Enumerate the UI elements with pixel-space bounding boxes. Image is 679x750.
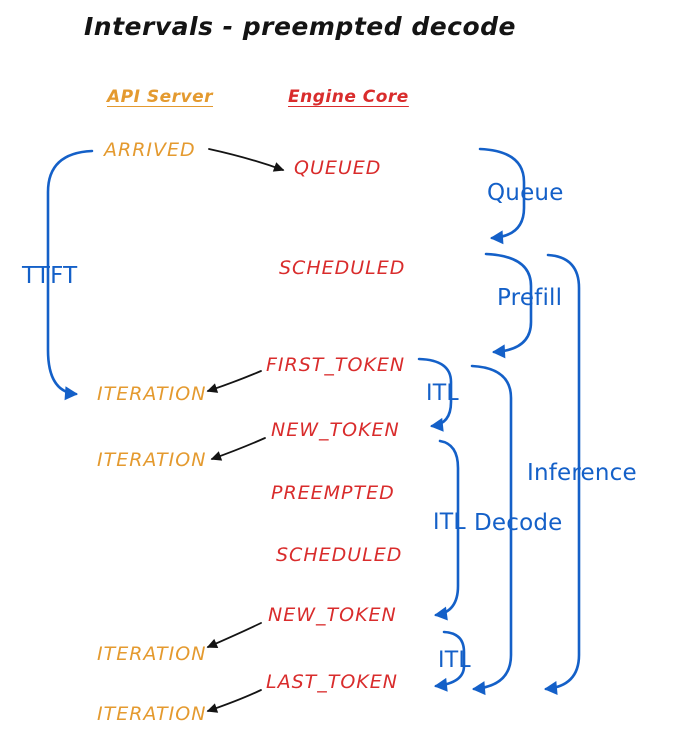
event-iteration: ITERATION [97, 643, 207, 665]
interval-label-inference: Inference [527, 460, 637, 486]
arrow-new-token-to-iteration-1 [210, 437, 266, 461]
interval-label-itl-1: ITL [426, 381, 459, 406]
event-new-token: NEW_TOKEN [271, 419, 400, 441]
interval-label-queue: Queue [487, 180, 564, 206]
interval-label-itl-2: ITL [433, 510, 466, 535]
event-iteration: ITERATION [97, 703, 207, 725]
interval-label-ttft: TTFT [22, 263, 78, 289]
column-header-api-server: API Server [107, 87, 214, 107]
arrow-first-token-to-iteration [206, 370, 262, 393]
event-preempted: PREEMPTED [271, 482, 395, 504]
interval-label-itl-3: ITL [438, 648, 471, 673]
event-last-token: LAST_TOKEN [266, 671, 398, 693]
diagram-title: Intervals - preempted decode [84, 12, 517, 41]
event-scheduled: SCHEDULED [279, 257, 406, 279]
event-iteration: ITERATION [97, 449, 207, 471]
event-scheduled-2: SCHEDULED [276, 544, 403, 566]
interval-label-decode: Decode [474, 510, 563, 536]
event-first-token: FIRST_TOKEN [266, 354, 406, 376]
event-queued: QUEUED [294, 157, 382, 179]
event-arrived: ARRIVED [104, 139, 196, 161]
event-new-token-2: NEW_TOKEN [268, 604, 397, 626]
arrow-new-token-to-iteration-2 [206, 622, 262, 649]
arrow-last-token-to-iteration [206, 689, 262, 713]
arrow-arrived-to-queued [208, 148, 285, 172]
column-header-engine-core: Engine Core [288, 87, 409, 107]
interval-label-prefill: Prefill [497, 285, 563, 311]
event-iteration: ITERATION [97, 383, 207, 405]
